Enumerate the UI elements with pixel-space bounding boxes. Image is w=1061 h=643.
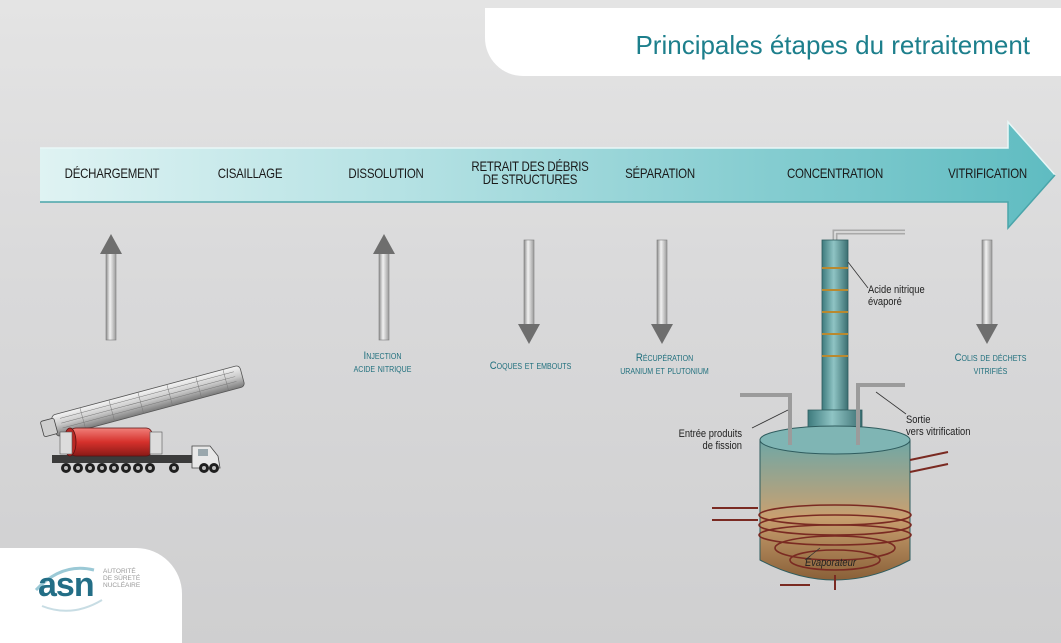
flow-arrow-down-retrait	[518, 239, 540, 344]
callout-acide-nitrique-line2: évaporé	[868, 296, 902, 308]
step-retrait: RETRAIT DES DÉBRIS DE STRUCTURES	[469, 158, 592, 187]
callout-sortie: Sortie vers vitrification	[906, 414, 970, 438]
asn-logo-swoosh-icon	[34, 566, 103, 612]
flow-label-retrait: Coques et embouts	[467, 360, 595, 373]
callout-sortie-line1: Sortie	[906, 414, 931, 426]
step-separation: SÉPARATION	[625, 165, 695, 181]
callout-entree-line2: de fission	[702, 440, 742, 452]
flow-label-separation-line2: uranium et plutonium	[620, 365, 709, 377]
asn-logo-panel: asn AUTORITÉ DE SÛRETÉ NUCLÉAIRE	[0, 548, 182, 643]
flow-label-vitrification-line2: vitrifiés	[973, 365, 1008, 377]
flow-label-vitrification: Colis de déchets vitrifiés	[936, 352, 1046, 378]
evaporator-illustration	[712, 229, 949, 590]
flow-arrow-up-dissolution	[373, 234, 395, 341]
flow-label-dissolution: Injection acide nitrique	[328, 350, 438, 376]
asn-logo-line3: NUCLÉAIRE	[103, 582, 141, 589]
step-dechargement: DÉCHARGEMENT	[64, 165, 160, 181]
flow-label-dissolution-line2: acide nitrique	[353, 363, 412, 375]
step-concentration: CONCENTRATION	[786, 165, 884, 181]
step-vitrification: VITRIFICATION	[948, 165, 1027, 181]
asn-logo-text: asn	[38, 566, 95, 604]
callout-entree-line1: Entrée produits	[678, 428, 742, 440]
flow-arrow-up-dechargement	[100, 234, 122, 341]
flow-arrow-down-separation	[651, 239, 673, 344]
step-retrait-line1: RETRAIT DES DÉBRIS	[471, 158, 589, 174]
title-panel: Principales étapes du retraitement	[485, 8, 1061, 76]
flow-label-separation: Récupération uranium et plutonium	[601, 352, 729, 378]
asn-logo-line1: AUTORITÉ	[103, 568, 136, 575]
step-cisaillage: CISAILLAGE	[217, 165, 283, 181]
asn-logo-line2: DE SÛRETÉ	[103, 575, 141, 582]
callout-acide-nitrique-line1: Acide nitrique	[868, 284, 925, 296]
callout-acide-nitrique: Acide nitrique évaporé	[868, 284, 925, 308]
callout-evaporateur: Évaporateur	[805, 557, 856, 569]
flow-label-retrait-line1: Coques et embouts	[489, 360, 572, 372]
flow-arrow-down-vitrification	[976, 239, 998, 344]
transport-truck-illustration	[40, 365, 245, 473]
page-title: Principales étapes du retraitement	[635, 30, 1030, 60]
asn-logo-subtitle: AUTORITÉ DE SÛRETÉ NUCLÉAIRE	[103, 568, 140, 589]
step-dissolution: DISSOLUTION	[348, 165, 424, 181]
flow-label-dissolution-line1: Injection	[363, 350, 402, 362]
step-retrait-line2: DE STRUCTURES	[482, 171, 578, 187]
process-arrow-band	[40, 120, 1056, 230]
callout-entree-produits: Entrée produits de fission	[666, 428, 742, 452]
flow-label-vitrification-line1: Colis de déchets	[954, 352, 1027, 364]
flow-label-separation-line1: Récupération	[635, 352, 694, 364]
callout-sortie-line2: vers vitrification	[906, 426, 971, 438]
